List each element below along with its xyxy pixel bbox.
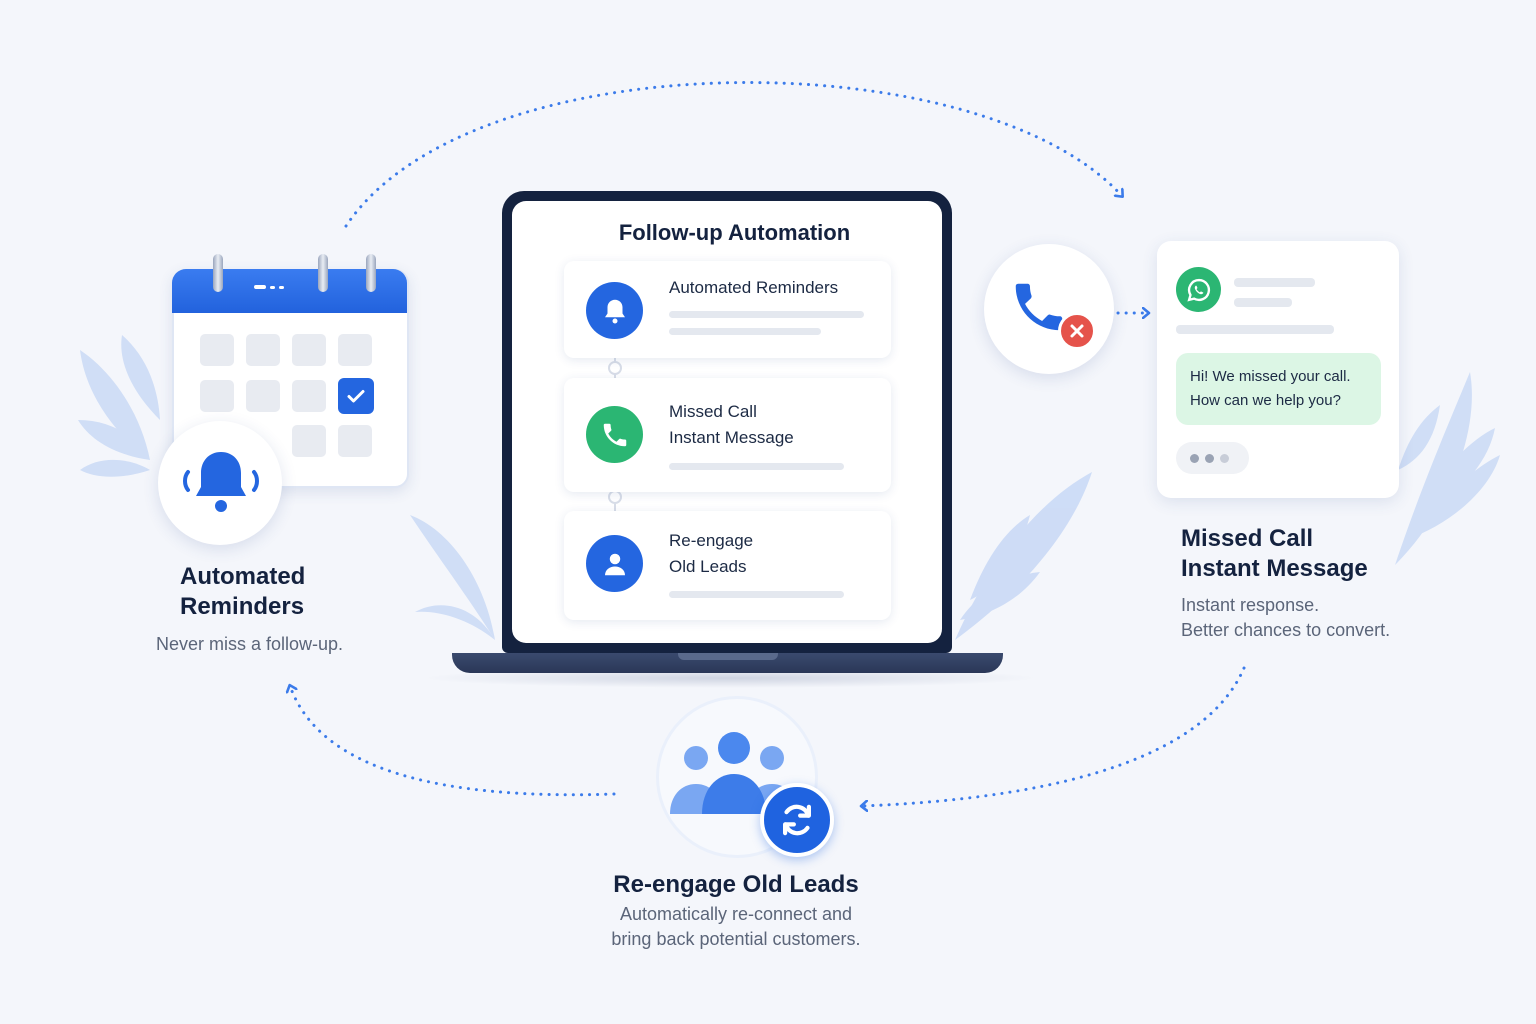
bottom-description-line1: Automatically re-connect and — [619, 904, 853, 924]
calendar-cell — [246, 334, 280, 366]
user-icon — [586, 535, 643, 592]
calendar-cell — [292, 334, 326, 366]
placeholder-line — [1176, 325, 1334, 334]
flow-arrow-bottom-to-left — [290, 686, 616, 797]
card-label-reengage-2: Old Leads — [669, 557, 747, 576]
checkmark-icon — [338, 378, 374, 414]
calendar-ring — [318, 254, 328, 292]
laptop-notch — [678, 653, 778, 660]
phone-icon-bubble — [984, 244, 1114, 374]
missed-x-icon — [1058, 312, 1096, 350]
placeholder-line — [669, 463, 844, 470]
left-description: Never miss a follow-up. — [156, 634, 344, 654]
calendar-cell — [292, 380, 326, 412]
phone-icon — [1008, 276, 1070, 338]
left-heading-line2: Reminders — [180, 593, 305, 620]
screen-title: Follow-up Automation — [618, 220, 851, 245]
left-heading-line1: Automated — [180, 563, 306, 590]
calendar-cell — [338, 334, 372, 366]
leaf-decoration-center-right — [955, 472, 1092, 640]
calendar-cell — [292, 425, 326, 457]
laptop-shadow — [420, 668, 1040, 688]
right-heading-line2: Instant Message — [1181, 555, 1368, 582]
refresh-icon — [760, 783, 834, 857]
leaf-decoration-right — [1395, 372, 1500, 565]
leaf-decoration-center-left — [410, 515, 495, 640]
bottom-heading: Re-engage Old Leads — [613, 871, 859, 898]
right-description-line2: Better chances to convert. — [1181, 620, 1391, 640]
laptop-base — [452, 653, 1003, 673]
right-heading-line1: Missed Call — [1181, 525, 1314, 552]
placeholder-line — [669, 328, 821, 335]
card-label-missed-call-1: Missed Call — [669, 402, 757, 421]
placeholder-line — [1234, 298, 1292, 307]
calendar-ring — [213, 254, 223, 292]
bell-icon — [176, 446, 266, 518]
calendar-cell — [246, 380, 280, 412]
timeline-node — [608, 361, 622, 375]
card-label-reengage-1: Re-engage — [669, 531, 754, 550]
right-description-line1: Instant response. — [1181, 595, 1320, 615]
placeholder-line — [669, 311, 864, 318]
calendar-ring — [366, 254, 376, 292]
phone-icon — [586, 406, 643, 463]
calendar-cell — [338, 425, 372, 457]
calendar-cell — [200, 380, 234, 412]
typing-indicator — [1176, 442, 1249, 474]
message-line2: How can we help you? — [1190, 392, 1341, 409]
bottom-description-line2: bring back potential customers. — [611, 929, 861, 949]
flow-arrow-right-to-bottom — [862, 666, 1246, 806]
calendar-header-marks — [250, 285, 290, 291]
bell-icon — [586, 282, 643, 339]
placeholder-line — [669, 591, 844, 598]
card-label-reminders: Automated Reminders — [669, 278, 839, 297]
leaf-decoration-left — [78, 335, 160, 477]
message-bubble: Hi! We missed your call. How can we help… — [1176, 353, 1381, 425]
whatsapp-icon — [1176, 267, 1221, 312]
card-label-missed-call-2: Instant Message — [669, 428, 794, 447]
timeline-node — [608, 490, 622, 504]
message-line1: Hi! We missed your call. — [1190, 368, 1351, 385]
placeholder-line — [1234, 278, 1315, 287]
calendar-cell — [200, 334, 234, 366]
